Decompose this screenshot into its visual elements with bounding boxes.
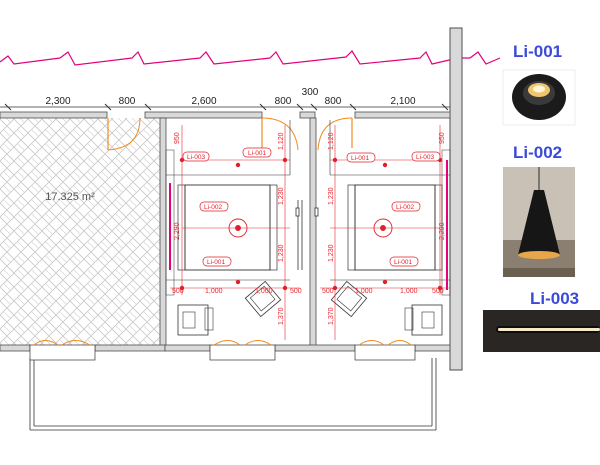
room-a: 950 1,120 1,230 1,230 2,290 500 1,000 1,… bbox=[165, 120, 302, 340]
tag-a-li001-top: Li-001 bbox=[248, 150, 266, 157]
room-a-dim-1120: 1,120 bbox=[278, 132, 285, 150]
dim-top-3: 2,600 bbox=[191, 96, 216, 107]
room-b-dim-1370: 1,370 bbox=[328, 307, 335, 325]
room-b: 950 1,120 1,230 1,230 2,290 500 1,000 1,… bbox=[320, 120, 451, 340]
tag-a-li003: Li-003 bbox=[187, 154, 205, 161]
room-a-dim-1000a: 1,000 bbox=[205, 288, 223, 295]
room-b-dim-500b: 500 bbox=[432, 288, 444, 295]
tag-b-li002: Li-002 bbox=[396, 204, 414, 211]
walls bbox=[0, 111, 451, 352]
outer-wall-right bbox=[449, 27, 463, 371]
bottom-door-swings bbox=[33, 340, 412, 346]
legend-photo-li001 bbox=[502, 69, 576, 126]
tag-b-li001-bottom: Li-001 bbox=[394, 259, 412, 266]
legend-photo-li002 bbox=[503, 167, 575, 277]
room-b-dim-text: 950 1,120 1,230 1,230 2,290 500 1,000 1,… bbox=[322, 132, 446, 325]
room-a-dim-1370: 1,370 bbox=[278, 307, 285, 325]
tag-a-li001-bottom: Li-001 bbox=[207, 259, 225, 266]
room-b-dim-1000b: 1,000 bbox=[400, 288, 418, 295]
dim-top-7: 2,100 bbox=[390, 96, 415, 107]
dim-top-6: 800 bbox=[325, 96, 342, 107]
door-left-room bbox=[107, 117, 141, 151]
room-b-dim-1000a: 1,000 bbox=[355, 288, 373, 295]
room-b-dim-2290: 2,290 bbox=[439, 222, 446, 240]
break-line bbox=[0, 50, 501, 66]
dim-top-4: 800 bbox=[275, 96, 292, 107]
room-a-dim-950: 950 bbox=[174, 132, 181, 144]
dim-top-1: 2,300 bbox=[45, 96, 70, 107]
balcony bbox=[29, 358, 437, 431]
room-b-armchair bbox=[330, 280, 368, 318]
door-room-b bbox=[317, 117, 353, 151]
room-b-dim-1230a: 1,230 bbox=[328, 187, 335, 205]
legend-label-li002: Li-002 bbox=[513, 143, 563, 162]
legend-label-li001: Li-001 bbox=[513, 42, 563, 61]
room-a-dim-text: 950 1,120 1,230 1,230 2,290 500 1,000 1,… bbox=[172, 132, 302, 325]
room-a-armchair bbox=[244, 280, 282, 318]
dimension-line-top: 2,300 800 2,600 800 300 800 2,100 bbox=[0, 87, 450, 111]
legend-photo-li003 bbox=[483, 310, 600, 352]
door-room-a bbox=[261, 117, 299, 151]
room-b-light-points bbox=[332, 157, 443, 291]
room-a-dim-1230b: 1,230 bbox=[278, 244, 285, 262]
room-a-dim-2290: 2,290 bbox=[174, 222, 181, 240]
room-a-dim-1000b: 1,000 bbox=[255, 288, 273, 295]
tag-b-li003: Li-003 bbox=[416, 154, 434, 161]
room-b-tags: Li-001 Li-003 Li-002 Li-001 bbox=[346, 151, 441, 267]
room-a-pendant-symbol bbox=[228, 218, 248, 238]
bottom-openings bbox=[29, 344, 416, 361]
room-b-pendant-symbol bbox=[373, 218, 393, 238]
room-a-tags: Li-003 Li-001 Li-002 Li-001 bbox=[182, 147, 272, 267]
tag-a-li002: Li-002 bbox=[204, 204, 222, 211]
room-a-dim-500b: 500 bbox=[290, 288, 302, 295]
left-room-floor bbox=[0, 118, 165, 350]
room-b-dim-950: 950 bbox=[439, 132, 446, 144]
room-a-desk bbox=[177, 304, 209, 336]
room-b-dim-500a: 500 bbox=[322, 288, 334, 295]
tag-b-li001-top: Li-001 bbox=[351, 155, 369, 162]
dim-top-2: 800 bbox=[119, 96, 136, 107]
center-partition bbox=[295, 200, 319, 270]
room-a-dim-500a: 500 bbox=[172, 288, 184, 295]
room-b-dim-1230b: 1,230 bbox=[328, 244, 335, 262]
dim-top-5: 300 bbox=[302, 87, 319, 98]
legend-label-li003: Li-003 bbox=[530, 289, 580, 308]
room-b-dim-1120: 1,120 bbox=[328, 132, 335, 150]
room-a-dim-1230a: 1,230 bbox=[278, 187, 285, 205]
room-b-desk bbox=[411, 304, 443, 336]
area-label: 17.325 m² bbox=[45, 191, 95, 203]
